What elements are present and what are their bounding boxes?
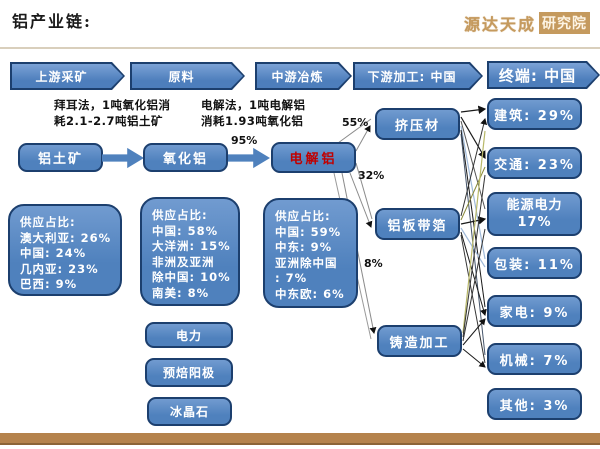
chevron-fill xyxy=(12,64,123,88)
supply-box-electrolytic: 供应占比: 中国: 59% 中东: 9% 亚洲除中国 : 7% 中东欧: 6% xyxy=(263,198,358,308)
supply-line: 中国: 59% xyxy=(275,224,342,239)
node-label: 电解铝 xyxy=(289,152,338,167)
supply-line: 几内亚: 23% xyxy=(20,261,99,276)
stage-arrow-terminal-china: 终端: 中国 xyxy=(487,61,600,89)
supply-line: 澳大利亚: 26% xyxy=(20,230,112,245)
terminal-label: 其他: 3% xyxy=(499,398,570,414)
node-casting-processing: 铸造加工 xyxy=(377,325,462,357)
node-bauxite: 铝土矿 xyxy=(18,143,103,172)
terminal-label: 家电: 9% xyxy=(499,305,570,321)
node-label: 氧化铝 xyxy=(162,152,208,167)
supply-line: 供应占比: xyxy=(152,208,208,222)
supply-line: 南美: 8% xyxy=(152,285,210,300)
share-casting: 8% xyxy=(364,257,383,270)
supply-line: 巴西: 9% xyxy=(20,277,78,291)
footer-bar xyxy=(0,433,600,445)
brand-logo-text: 源达天成 xyxy=(463,15,536,34)
node-label: 铝板带箔 xyxy=(387,218,448,234)
terminal-others: 其他: 3% xyxy=(487,388,582,420)
supply-line: 中东: 9% xyxy=(275,240,333,254)
stage-arrow-upstream-mining: 上游采矿 xyxy=(10,62,125,90)
stage-label: 上游采矿 xyxy=(35,69,88,84)
chevron-fill xyxy=(257,64,350,88)
stage-arrow-downstream-processing: 下游加工: 中国 xyxy=(353,62,483,90)
node-extrusion-material: 挤压材 xyxy=(375,108,460,140)
stage-label: 终端: 中国 xyxy=(498,66,577,85)
node-electric-power: 电力 xyxy=(145,322,233,348)
stage-arrow-midstream-smelting: 中游冶炼 xyxy=(255,62,352,90)
stage-arrow-raw-material: 原料 xyxy=(130,62,245,90)
terminal-packaging: 包装: 11% xyxy=(487,247,582,279)
supply-line: 中国: 58% xyxy=(152,223,219,238)
chevron-fill xyxy=(489,63,598,87)
terminal-label: 能源电力 xyxy=(506,198,563,213)
node-prebaked-anode: 预焙阳极 xyxy=(145,358,233,387)
node-label: 预焙阳极 xyxy=(162,366,215,380)
electrolysis-note-line1: 电解法，1吨电解铝 xyxy=(201,98,306,112)
flow-arrow-bauxite-to-alumina xyxy=(102,147,144,169)
terminal-label: 机械: 7% xyxy=(499,353,570,369)
terminal-transportation: 交通: 23% xyxy=(487,147,582,179)
node-sheet-strip-foil: 铝板带箔 xyxy=(375,208,460,240)
bayer-note-line2: 耗2.1-2.7吨铝土矿 xyxy=(54,114,164,128)
node-label: 电力 xyxy=(175,328,202,343)
terminal-label: 建筑: 29% xyxy=(494,108,575,124)
terminal-label: 交通: 23% xyxy=(494,157,575,173)
terminal-energy-power: 能源电力 17% xyxy=(487,192,582,236)
supply-line: 中国: 24% xyxy=(20,246,87,260)
node-label: 挤压材 xyxy=(394,118,440,134)
stage-label: 原料 xyxy=(168,69,195,84)
brand-logo: 源达天成 研究院 xyxy=(464,11,590,35)
stage-label: 中游冶炼 xyxy=(271,69,324,84)
share-extrusion: 55% xyxy=(342,116,369,129)
node-alumina: 氧化铝 xyxy=(143,143,228,172)
chevron-fill xyxy=(355,64,481,88)
supply-line: 非洲及亚洲 xyxy=(152,254,215,269)
alumina-yield-label: 95% xyxy=(231,134,258,147)
node-electrolytic-aluminum: 电解铝 xyxy=(271,142,356,173)
share-sheet-strip-foil: 32% xyxy=(358,169,385,182)
electrolysis-note-line2: 消耗1.93吨氧化铝 xyxy=(201,114,304,128)
node-label: 铝土矿 xyxy=(37,152,83,167)
terminal-machinery: 机械: 7% xyxy=(487,343,582,375)
node-label: 冰晶石 xyxy=(169,405,209,419)
supply-line: 亚洲除中国 xyxy=(275,255,338,270)
terminal-home-appliances: 家电: 9% xyxy=(487,295,582,327)
supply-line: 除中国: 10% xyxy=(152,270,231,284)
terminal-label: 包装: 11% xyxy=(494,257,575,273)
page-title: 铝产业链: xyxy=(12,12,92,31)
bayer-note-line1: 拜耳法，1吨氧化铝消 xyxy=(54,98,171,112)
supply-line: 供应占比: xyxy=(275,209,331,223)
supply-box-alumina: 供应占比: 中国: 58% 大洋洲: 15% 非洲及亚洲 除中国: 10% 南美… xyxy=(140,197,240,306)
node-cryolite: 冰晶石 xyxy=(147,397,232,426)
bayer-process-note: 拜耳法，1吨氧化铝消 耗2.1-2.7吨铝土矿 xyxy=(54,97,171,129)
supply-line: : 7% xyxy=(275,271,308,285)
flow-arrow-alumina-to-electrolytic xyxy=(228,147,270,169)
brand-logo-suffix: 研究院 xyxy=(539,12,590,34)
supply-line: 中东欧: 6% xyxy=(275,286,345,301)
supply-line: 供应占比: xyxy=(20,215,76,229)
electrolysis-process-note: 电解法，1吨电解铝 消耗1.93吨氧化铝 xyxy=(201,97,306,129)
node-label: 铸造加工 xyxy=(389,335,450,351)
terminal-construction: 建筑: 29% xyxy=(487,98,582,130)
terminal-label-percent: 17% xyxy=(517,215,552,230)
header-divider xyxy=(0,47,600,49)
chevron-fill xyxy=(132,64,243,88)
stage-label: 下游加工: 中国 xyxy=(367,69,457,84)
supply-line: 大洋洲: 15% xyxy=(152,239,231,253)
supply-box-bauxite: 供应占比: 澳大利亚: 26% 中国: 24% 几内亚: 23% 巴西: 9% xyxy=(8,204,122,296)
